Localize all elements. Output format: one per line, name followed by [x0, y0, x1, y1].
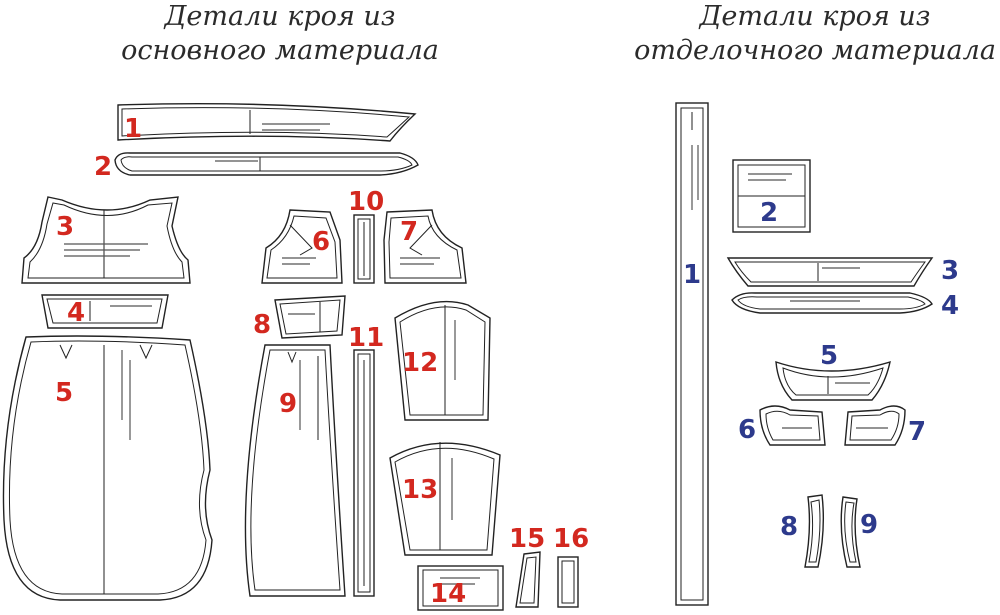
main-piece-12	[394, 300, 491, 421]
main-piece-1	[117, 102, 417, 142]
main-piece-7	[383, 209, 467, 284]
trim-piece-4	[731, 292, 933, 314]
trim-piece-3-label: 3	[941, 256, 959, 286]
main-piece-8	[274, 295, 346, 339]
main-piece-11-label: 11	[348, 323, 384, 353]
main-piece-15	[515, 551, 541, 608]
main-piece-6-label: 6	[312, 227, 330, 257]
trim-piece-7-label: 7	[908, 417, 926, 447]
trim-piece-9	[840, 496, 861, 568]
main-piece-3	[21, 196, 191, 284]
main-piece-9-label: 9	[279, 389, 297, 419]
trim-piece-1-label: 1	[683, 260, 701, 290]
main-piece-14-label: 14	[430, 579, 466, 609]
trim-piece-3	[726, 257, 934, 287]
main-piece-8-label: 8	[253, 310, 271, 340]
main-piece-5	[2, 335, 213, 601]
main-piece-10	[353, 214, 375, 284]
main-piece-5-label: 5	[55, 378, 73, 408]
trim-piece-6-label: 6	[738, 415, 756, 445]
trim-piece-2-label: 2	[760, 198, 778, 228]
main-piece-4	[41, 294, 169, 329]
trim-piece-5-label: 5	[820, 341, 838, 371]
trim-piece-9-label: 9	[860, 510, 878, 540]
main-piece-16	[557, 556, 579, 608]
trim-material-title: Детали кроя из отделочного материала	[634, 1, 996, 66]
trim-piece-7	[844, 405, 906, 446]
main-piece-4-label: 4	[67, 298, 85, 328]
trim-piece-6	[759, 405, 826, 446]
main-piece-16-label: 16	[553, 524, 589, 554]
main-material-title: Детали кроя из основного материала	[121, 1, 439, 66]
main-piece-6	[261, 209, 343, 284]
main-piece-7-label: 7	[400, 217, 418, 247]
main-piece-2	[114, 152, 419, 176]
trim-piece-2	[732, 159, 811, 233]
main-piece-2-label: 2	[94, 152, 112, 182]
main-piece-10-label: 10	[348, 187, 384, 217]
trim-piece-5	[775, 360, 891, 401]
trim-piece-4-label: 4	[941, 291, 959, 321]
main-piece-1-label: 1	[124, 114, 142, 144]
trim-piece-8-label: 8	[780, 512, 798, 542]
main-piece-3-label: 3	[56, 212, 74, 242]
main-piece-12-label: 12	[402, 348, 438, 378]
main-piece-11	[353, 349, 375, 597]
main-piece-13-label: 13	[402, 475, 438, 505]
main-piece-15-label: 15	[509, 524, 545, 554]
main-piece-14	[417, 565, 504, 611]
main-piece-13	[389, 442, 501, 556]
trim-piece-1	[675, 102, 709, 606]
trim-piece-8	[804, 494, 825, 568]
main-piece-9	[244, 344, 346, 597]
